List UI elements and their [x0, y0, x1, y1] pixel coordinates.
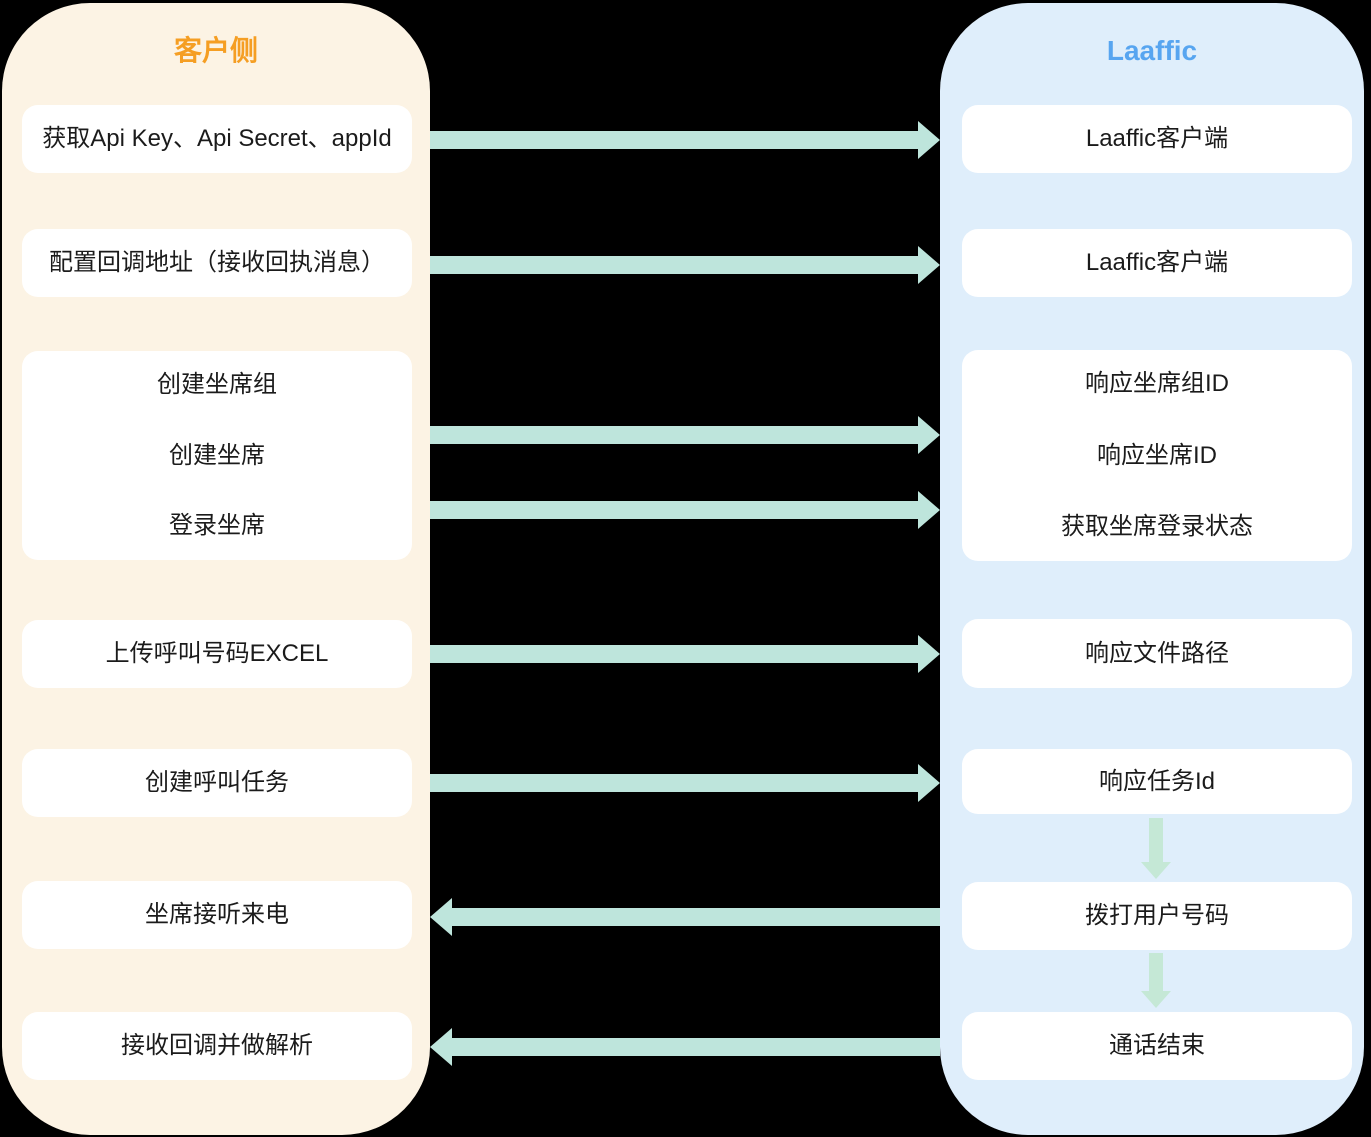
flow-box-line: 创建坐席组	[157, 371, 277, 398]
flow-box-create-call-task: 创建呼叫任务	[22, 749, 412, 817]
flow-box-line: 响应坐席ID	[1097, 441, 1217, 469]
flow-box-get-api-key: 获取Api Key、Api Secret、appId	[22, 105, 412, 173]
flow-box-label: Laaffic客户端	[1085, 125, 1229, 152]
laaffic-panel: Laaffic Laaffic客户端 Laaffic客户端 响应坐席组ID 响应…	[940, 3, 1364, 1135]
arrow-right-icon	[430, 416, 940, 454]
flow-box-line: 响应坐席组ID	[1085, 370, 1229, 397]
arrow-right-icon	[430, 121, 940, 159]
arrow-right-icon	[430, 491, 940, 529]
flow-box-label: 上传呼叫号码EXCEL	[105, 640, 329, 667]
flow-box-line: 创建坐席	[169, 441, 265, 469]
laaffic-panel-title: Laaffic	[1106, 35, 1198, 66]
flow-box-label: 响应任务Id	[1098, 767, 1215, 795]
flow-box-label: 创建呼叫任务	[145, 769, 289, 796]
arrow-right-icon	[430, 246, 940, 284]
arrow-right-icon	[430, 635, 940, 673]
flow-box-dial-user-number: 拨打用户号码	[962, 882, 1352, 950]
flow-box-label: 配置回调地址（接收回执消息）	[49, 249, 385, 276]
flow-box-laaffic-client-1: Laaffic客户端	[962, 105, 1352, 173]
flow-box-label: 通话结束	[1109, 1032, 1205, 1059]
flow-box-label: 获取Api Key、Api Secret、appId	[42, 125, 392, 152]
flow-box-file-path-response: 响应文件路径	[962, 619, 1352, 688]
flow-box-label: 响应文件路径	[1085, 639, 1229, 667]
flow-box-agent-responses: 响应坐席组ID 响应坐席ID 获取坐席登录状态	[962, 350, 1352, 561]
flow-box-task-id-response: 响应任务Id	[962, 749, 1352, 814]
flow-box-label: Laaffic客户端	[1085, 249, 1229, 276]
flow-box-upload-excel: 上传呼叫号码EXCEL	[22, 620, 412, 688]
arrow-down-icon	[1141, 818, 1171, 879]
flow-box-label: 接收回调并做解析	[121, 1032, 313, 1059]
flow-box-agent-answer: 坐席接听来电	[22, 881, 412, 949]
flow-box-label: 坐席接听来电	[145, 901, 289, 928]
arrow-left-icon	[430, 898, 940, 936]
flow-box-receive-callback: 接收回调并做解析	[22, 1012, 412, 1080]
client-panel-title: 客户侧	[173, 35, 258, 66]
flow-box-line: 登录坐席	[169, 512, 265, 539]
flow-box-call-ended: 通话结束	[962, 1012, 1352, 1080]
flow-box-line: 获取坐席登录状态	[1061, 513, 1253, 540]
flow-box-laaffic-client-2: Laaffic客户端	[962, 229, 1352, 297]
flow-box-label: 拨打用户号码	[1085, 902, 1229, 929]
flow-box-create-agent-group: 创建坐席组 创建坐席 登录坐席	[22, 351, 412, 560]
arrow-right-icon	[430, 764, 940, 802]
arrow-left-icon	[430, 1028, 940, 1066]
flow-box-configure-callback: 配置回调地址（接收回执消息）	[22, 229, 412, 297]
arrow-down-icon	[1141, 953, 1171, 1008]
client-panel: 客户侧 获取Api Key、Api Secret、appId 配置回调地址（接收…	[2, 3, 430, 1135]
